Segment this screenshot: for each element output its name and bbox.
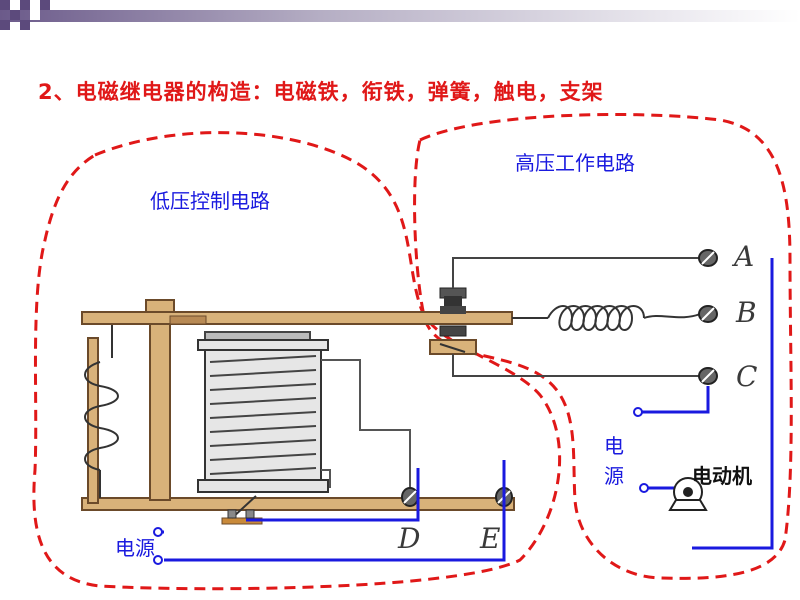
low-voltage-boundary — [32, 131, 562, 591]
contacts — [429, 287, 477, 355]
motor-icon — [668, 477, 708, 511]
coil-flange-bottom — [197, 479, 329, 493]
terminal-b-label: B — [736, 296, 757, 329]
contact-spring — [512, 305, 701, 331]
terminal-a-screw — [698, 249, 718, 267]
terminal-c-label: C — [736, 360, 758, 393]
terminal-d-screw — [401, 487, 419, 507]
power-source-left-label: 电源 — [115, 536, 155, 560]
terminal-d-label: D — [398, 522, 421, 555]
terminal-wires — [452, 257, 706, 377]
magnet-pole — [204, 331, 311, 341]
high-voltage-wires — [633, 258, 774, 550]
armature-pivot — [169, 315, 207, 325]
low-voltage-wires — [153, 460, 506, 565]
header-decoration — [0, 0, 800, 30]
terminal-a-label: A — [734, 240, 755, 273]
support-post — [149, 299, 171, 501]
terminal-e-label: E — [480, 522, 501, 555]
coil-windings — [209, 355, 317, 475]
spring — [84, 320, 119, 498]
slide-title: 2、电磁继电器的构造：电磁铁，衔铁，弹簧，触电，支架 — [38, 80, 604, 104]
coil-flange-top — [197, 339, 329, 351]
motor-label: 电动机 — [692, 464, 752, 488]
checker-pattern — [0, 0, 50, 30]
coil-leads — [321, 359, 411, 490]
base-plate — [81, 497, 515, 511]
terminal-c-screw — [698, 367, 718, 385]
terminal-b-screw — [698, 305, 718, 323]
high-voltage-circuit-label: 高压工作电路 — [515, 151, 635, 175]
spring-mount — [87, 337, 99, 504]
power-source-right-label-line2: 源 — [604, 464, 624, 488]
power-source-right-label-line1: 电 — [604, 434, 624, 458]
low-voltage-circuit-label: 低压控制电路 — [150, 189, 270, 213]
